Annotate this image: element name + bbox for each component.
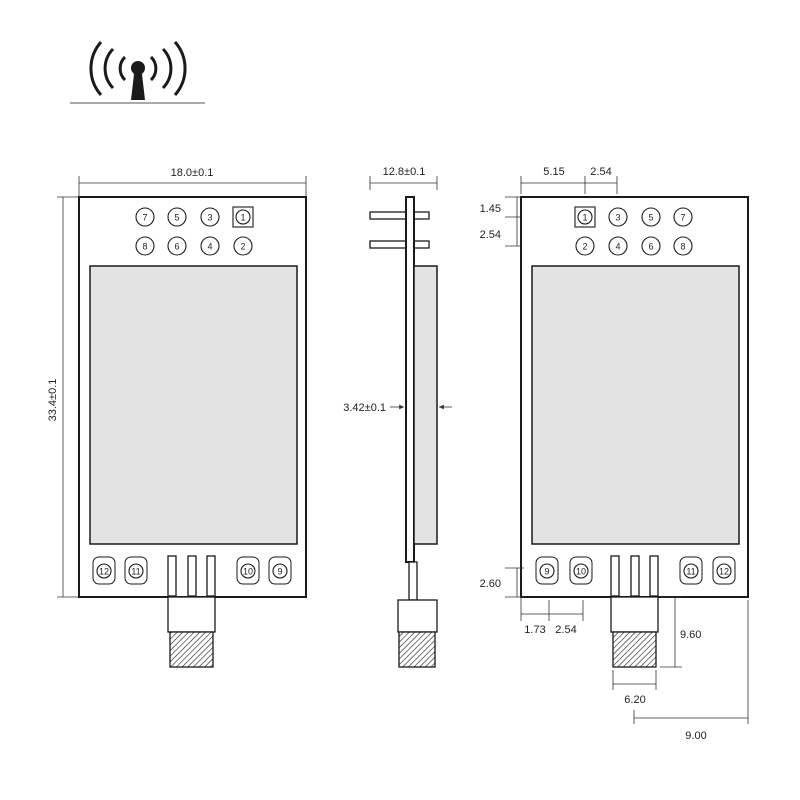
back-connector-width-dimension: 6.20 — [612, 670, 657, 706]
front-bottom-pads: 12 11 10 9 — [92, 556, 292, 585]
pad-label: 11 — [686, 567, 695, 577]
side-header-pin — [369, 211, 430, 220]
back-connector-width-label: 6.20 — [624, 694, 645, 706]
side-thickness-label: 12.8±0.1 — [383, 166, 426, 178]
pin-label: 8 — [680, 242, 685, 252]
back-left-pin-dimension: 1.45 2.54 — [480, 196, 524, 247]
pad-label: 9 — [544, 567, 549, 577]
front-shield-can — [89, 265, 298, 545]
back-shield-can — [531, 265, 740, 545]
side-header-pin — [369, 240, 430, 249]
pin-label: 8 — [142, 242, 147, 252]
side-pcb-board — [405, 196, 415, 563]
back-connector-offset-label: 9.00 — [685, 730, 706, 742]
back-connector-offset-dimension: 9.00 — [633, 600, 749, 742]
pin-label: 6 — [648, 242, 653, 252]
back-pad-offset-label: 1.73 — [524, 624, 545, 636]
pin-label: 1 — [582, 213, 587, 223]
front-width-dimension: 18.0±0.1 — [78, 167, 307, 196]
pin-label: 7 — [142, 213, 147, 223]
side-view: 12.8±0.1 3.42±0.1 — [343, 166, 452, 668]
pin-label: 2 — [582, 242, 587, 252]
side-shield-can — [413, 265, 438, 545]
pad-label: 10 — [243, 567, 253, 577]
side-sma-connector — [397, 561, 438, 668]
pin-label: 7 — [680, 213, 685, 223]
front-top-pins-row1: 7 5 3 1 — [135, 206, 254, 228]
back-bottom-pads: 9 10 11 12 — [535, 556, 736, 585]
side-thickness-dimension: 12.8±0.1 — [369, 166, 438, 190]
pad-label: 11 — [131, 567, 140, 577]
pad-label: 9 — [277, 567, 282, 577]
back-pin-pitch-label: 2.54 — [590, 166, 611, 178]
pin-label: 5 — [174, 213, 179, 223]
front-sma-connector — [167, 555, 216, 668]
front-top-pins-row2: 8 6 4 2 — [135, 236, 253, 256]
back-pad-height-dimension: 2.60 — [480, 567, 524, 598]
back-pin-offset-label: 5.15 — [543, 166, 564, 178]
pin-label: 2 — [240, 242, 245, 252]
pad-label: 12 — [99, 567, 109, 577]
pin-label: 1 — [240, 213, 245, 223]
pin-label: 3 — [207, 213, 212, 223]
pad-label: 12 — [719, 567, 729, 577]
back-connector-length-label: 9.60 — [680, 629, 701, 641]
side-shield-label: 3.42±0.1 — [343, 402, 386, 414]
back-top-pins-row1: 1 3 5 7 — [574, 206, 693, 228]
back-pad-pitch-label: 2.54 — [555, 624, 576, 636]
pin-label: 5 — [648, 213, 653, 223]
back-top-pin-dimension: 5.15 2.54 — [520, 166, 618, 194]
front-height-dimension: 33.4±0.1 — [47, 196, 79, 598]
pin-label: 4 — [207, 242, 212, 252]
back-connector-length-dimension: 9.60 — [660, 596, 701, 668]
pin-label: 4 — [615, 242, 620, 252]
pad-label: 10 — [576, 567, 586, 577]
side-shield-dimension: 3.42±0.1 — [343, 402, 452, 414]
front-view: 18.0±0.1 33.4±0.1 7 5 3 1 8 6 — [47, 167, 307, 668]
front-height-label: 33.4±0.1 — [47, 379, 59, 422]
back-view: 5.15 2.54 1.45 2.54 1 3 5 7 2 — [480, 166, 749, 742]
back-top-pins-row2: 2 4 6 8 — [575, 236, 693, 256]
pin-label: 6 — [174, 242, 179, 252]
back-pad-pitch-dimension: 1.73 2.54 — [520, 597, 584, 636]
wireless-antenna-icon — [70, 41, 205, 104]
pin-label: 3 — [615, 213, 620, 223]
back-row-pitch-label: 2.54 — [480, 229, 501, 241]
back-top-margin-label: 1.45 — [480, 203, 501, 215]
back-sma-connector — [610, 555, 659, 668]
back-pad-height-label: 2.60 — [480, 578, 501, 590]
front-width-label: 18.0±0.1 — [171, 167, 214, 179]
